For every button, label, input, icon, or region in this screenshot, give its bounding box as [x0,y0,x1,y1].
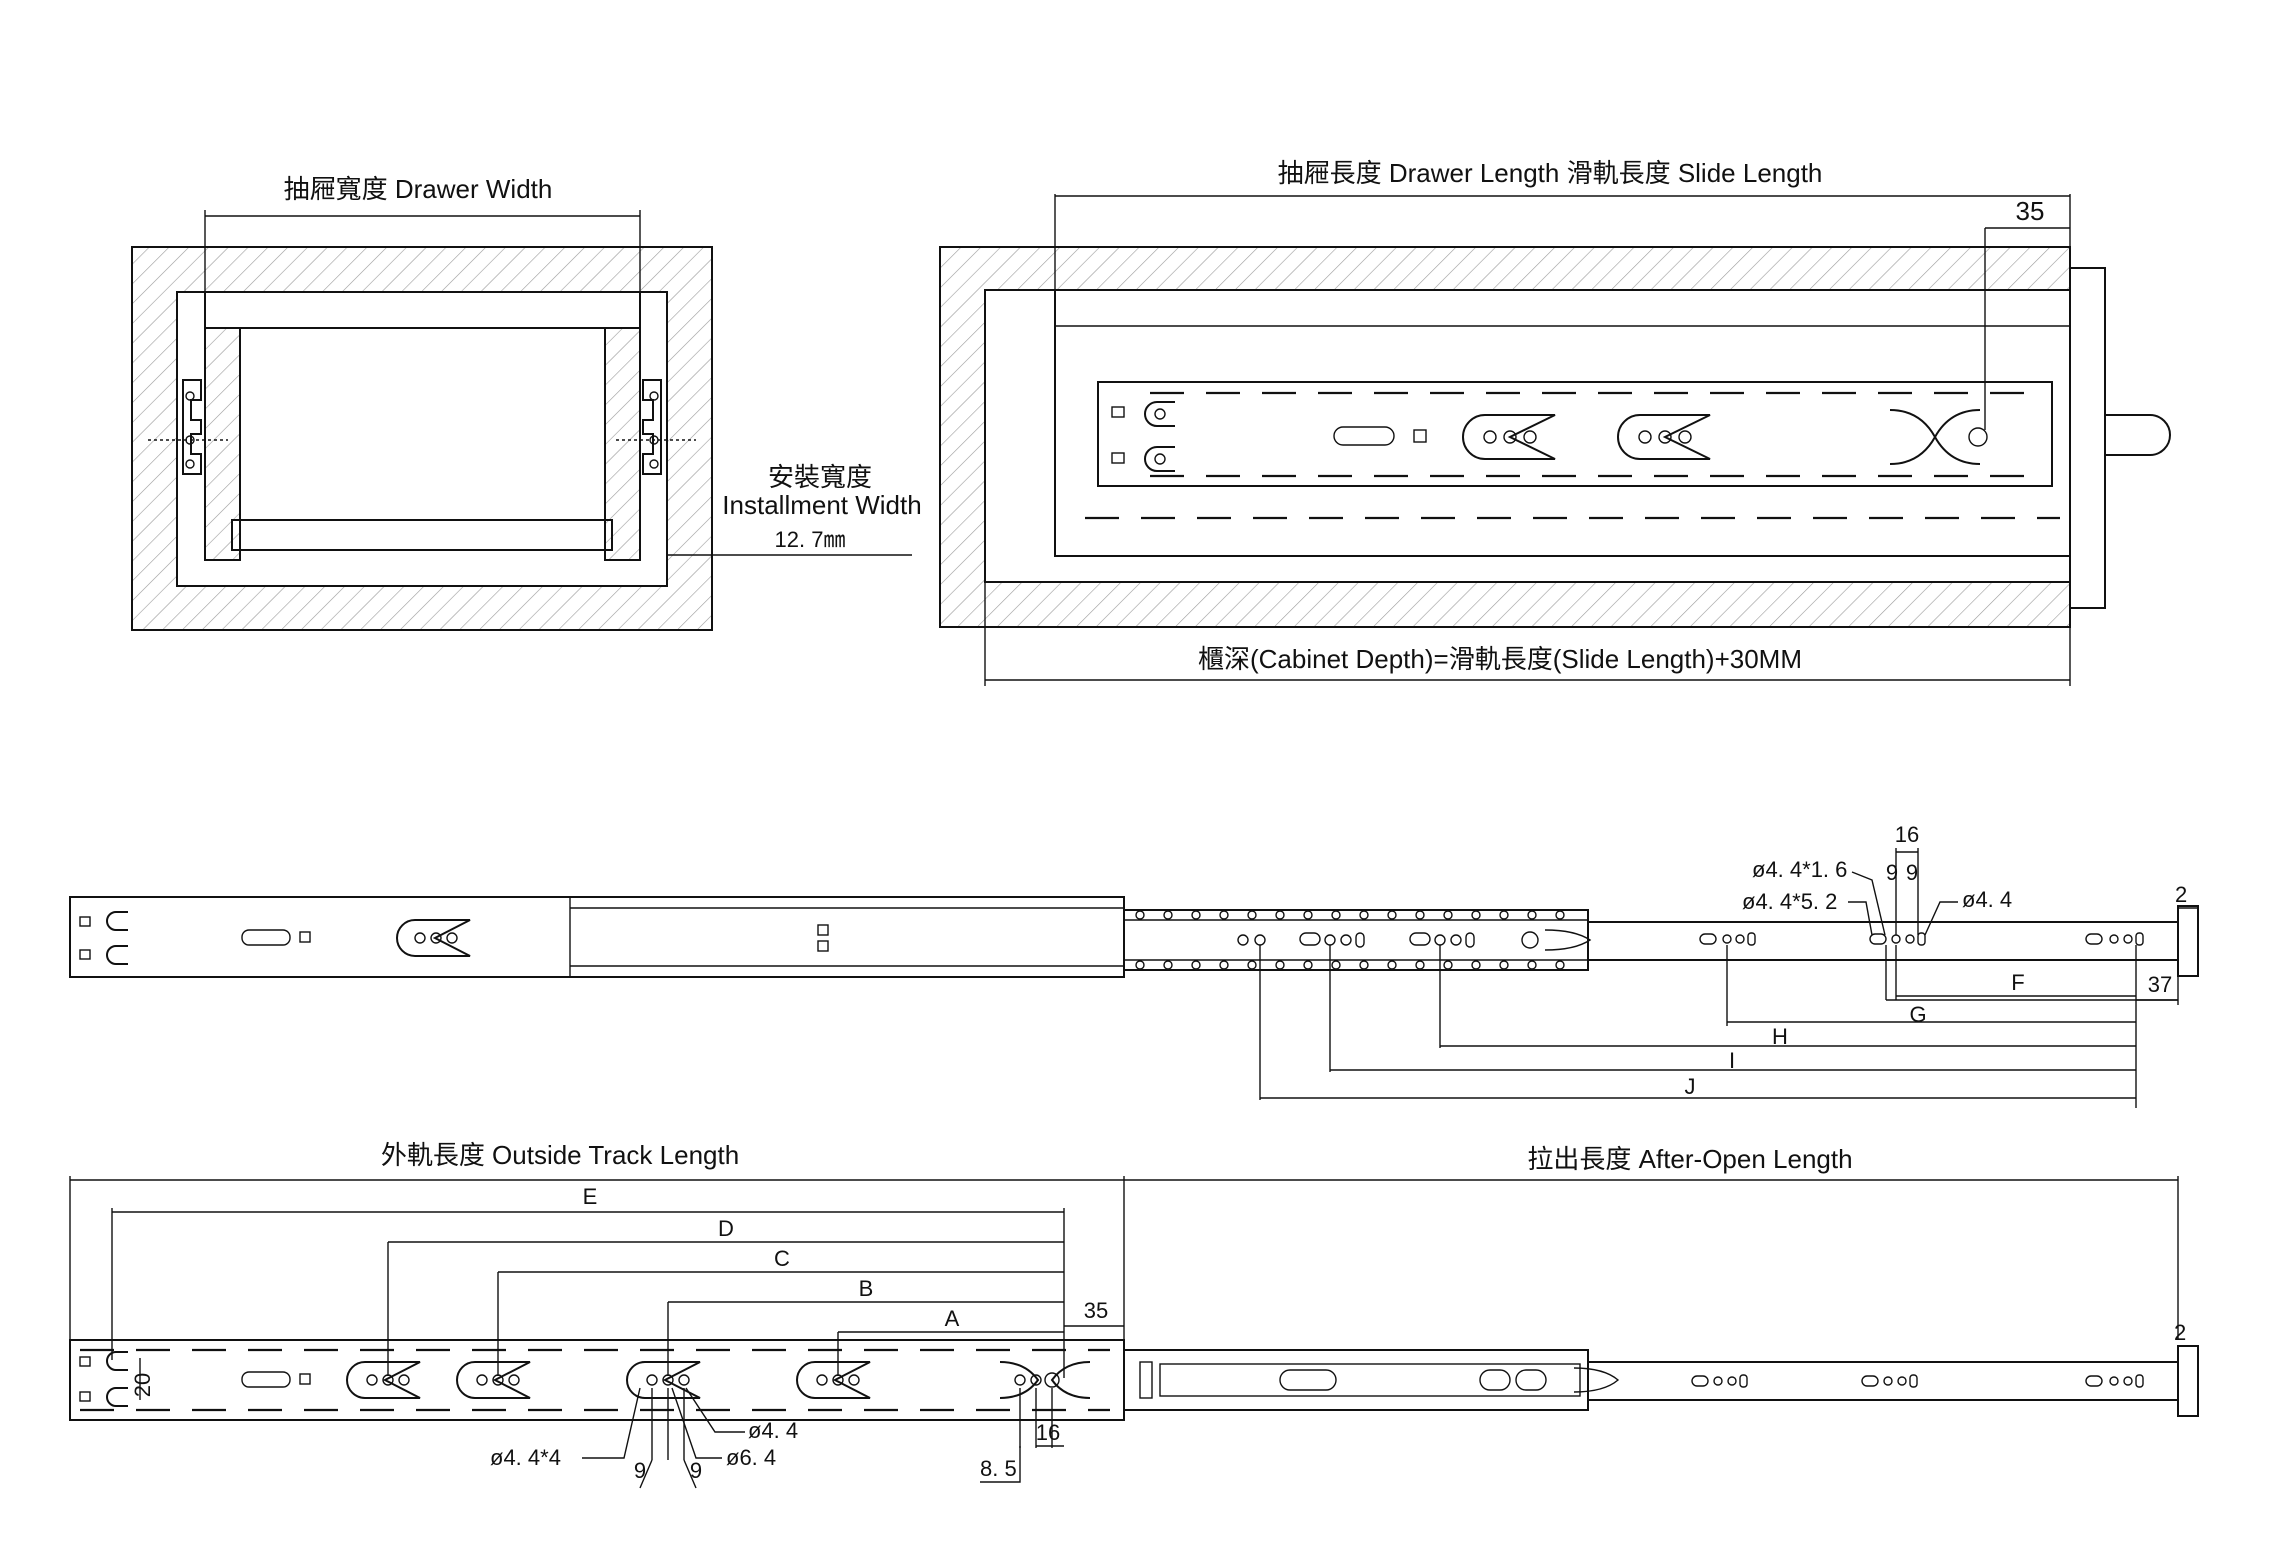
drawer-front [2069,267,2106,609]
dim-35-label: 35 [1084,1298,1108,1323]
nine-left-label: 9 [634,1458,646,1483]
bottom-16-label: 16 [1036,1420,1060,1445]
dim-B-label: B [859,1276,874,1301]
mid-hole-a-label: ø4. 4*1. 6 [1752,857,1847,882]
bottom-inner-rail [1587,1361,2179,1401]
drawer-top-panel [204,291,641,329]
drawer-handle [2105,414,2171,456]
dim-D-label: D [718,1216,734,1241]
outer-track [69,896,1125,978]
hole-64-label: ø6. 4 [726,1445,776,1470]
mid-16-label: 16 [1895,822,1919,847]
hole-44x4-label: ø4. 4*4 [490,1445,561,1470]
extended-slide: 16 ø4. 4*1. 6 ø4. 4*5. 2 9 9 ø4. 4 2 F G… [69,822,2199,1108]
offset-35-label: 35 [2016,196,2045,226]
dim-E-label: E [583,1184,598,1209]
cabinet-side-view: 抽屜長度 Drawer Length 滑軌長度 Slide Length 35 … [939,158,2171,686]
bottom-inner-front [2177,1345,2199,1417]
bottom-85-label: 8. 5 [980,1456,1017,1481]
mid-nine-b-label: 9 [1906,860,1918,885]
mid-J-label: J [1685,1074,1696,1099]
bottom-2-label: 2 [2174,1320,2186,1345]
install-width-cn: 安裝寬度 [768,462,872,492]
mid-37-label: 37 [2148,972,2172,997]
mid-G-label: G [1909,1002,1926,1027]
right-slide-profile [616,379,696,475]
bottom-inner-holes [1691,1374,2144,1388]
middle-rail-holes [1237,929,1592,951]
inner-rail-front [2177,905,2199,977]
mid-F-label: F [2011,970,2024,995]
drawer-left-wall [204,327,241,561]
drawer-bottom-panel [231,519,613,551]
dim-A-label: A [945,1306,960,1331]
outside-track-view: 外軌長度 Outside Track Length 拉出長度 After-Ope… [69,1140,2199,1489]
mid-H-label: H [1772,1024,1788,1049]
ball-bearings-top [1135,910,1565,920]
dim-C-label: C [774,1246,790,1271]
inner-rail-holes [1699,932,2144,946]
left-slide-profile [148,379,228,475]
cabinet-depth-label: 櫃深(Cabinet Depth)=滑軌長度(Slide Length)+30M… [1198,644,1802,674]
drawer-right-wall [604,327,641,561]
drawer-slide-length-label: 抽屜長度 Drawer Length 滑軌長度 Slide Length [1278,158,1823,188]
ball-bearings-bottom [1135,960,1565,970]
install-width-en: Installment Width [722,490,921,520]
mid-nine-a-label: 9 [1886,860,1898,885]
hole-44-label: ø4. 4 [748,1418,798,1443]
nine-right-label: 9 [690,1458,702,1483]
side-frame-outer [939,246,2071,628]
cabinet-cross-section: 抽屜寬度 Drawer Width 安裝寬度 Installment Width… [131,174,922,631]
bottom-20-label: 20 [130,1373,155,1397]
side-drawer-box [1054,289,2071,557]
cabinet-frame-hatch [132,247,712,630]
bottom-middle-rail [1123,1349,1589,1411]
drawer-width-label: 抽屜寬度 Drawer Width [284,174,553,204]
side-slide [1085,381,2060,520]
cabinet-inner [176,291,668,587]
mid-hole-b-label: ø4. 4*5. 2 [1742,889,1837,914]
side-frame-hatch [940,247,2070,627]
bottom-outer-track [69,1339,1125,1421]
outside-track-length-label: 外軌長度 Outside Track Length [381,1140,739,1170]
mid-hole-c-label: ø4. 4 [1962,887,2012,912]
mid-I-label: I [1729,1048,1735,1073]
after-open-length-label: 拉出長度 After-Open Length [1527,1144,1852,1174]
cabinet-outer [131,246,713,631]
install-width-value: 12. 7㎜ [775,527,846,552]
mid-2-label: 2 [2175,882,2187,907]
